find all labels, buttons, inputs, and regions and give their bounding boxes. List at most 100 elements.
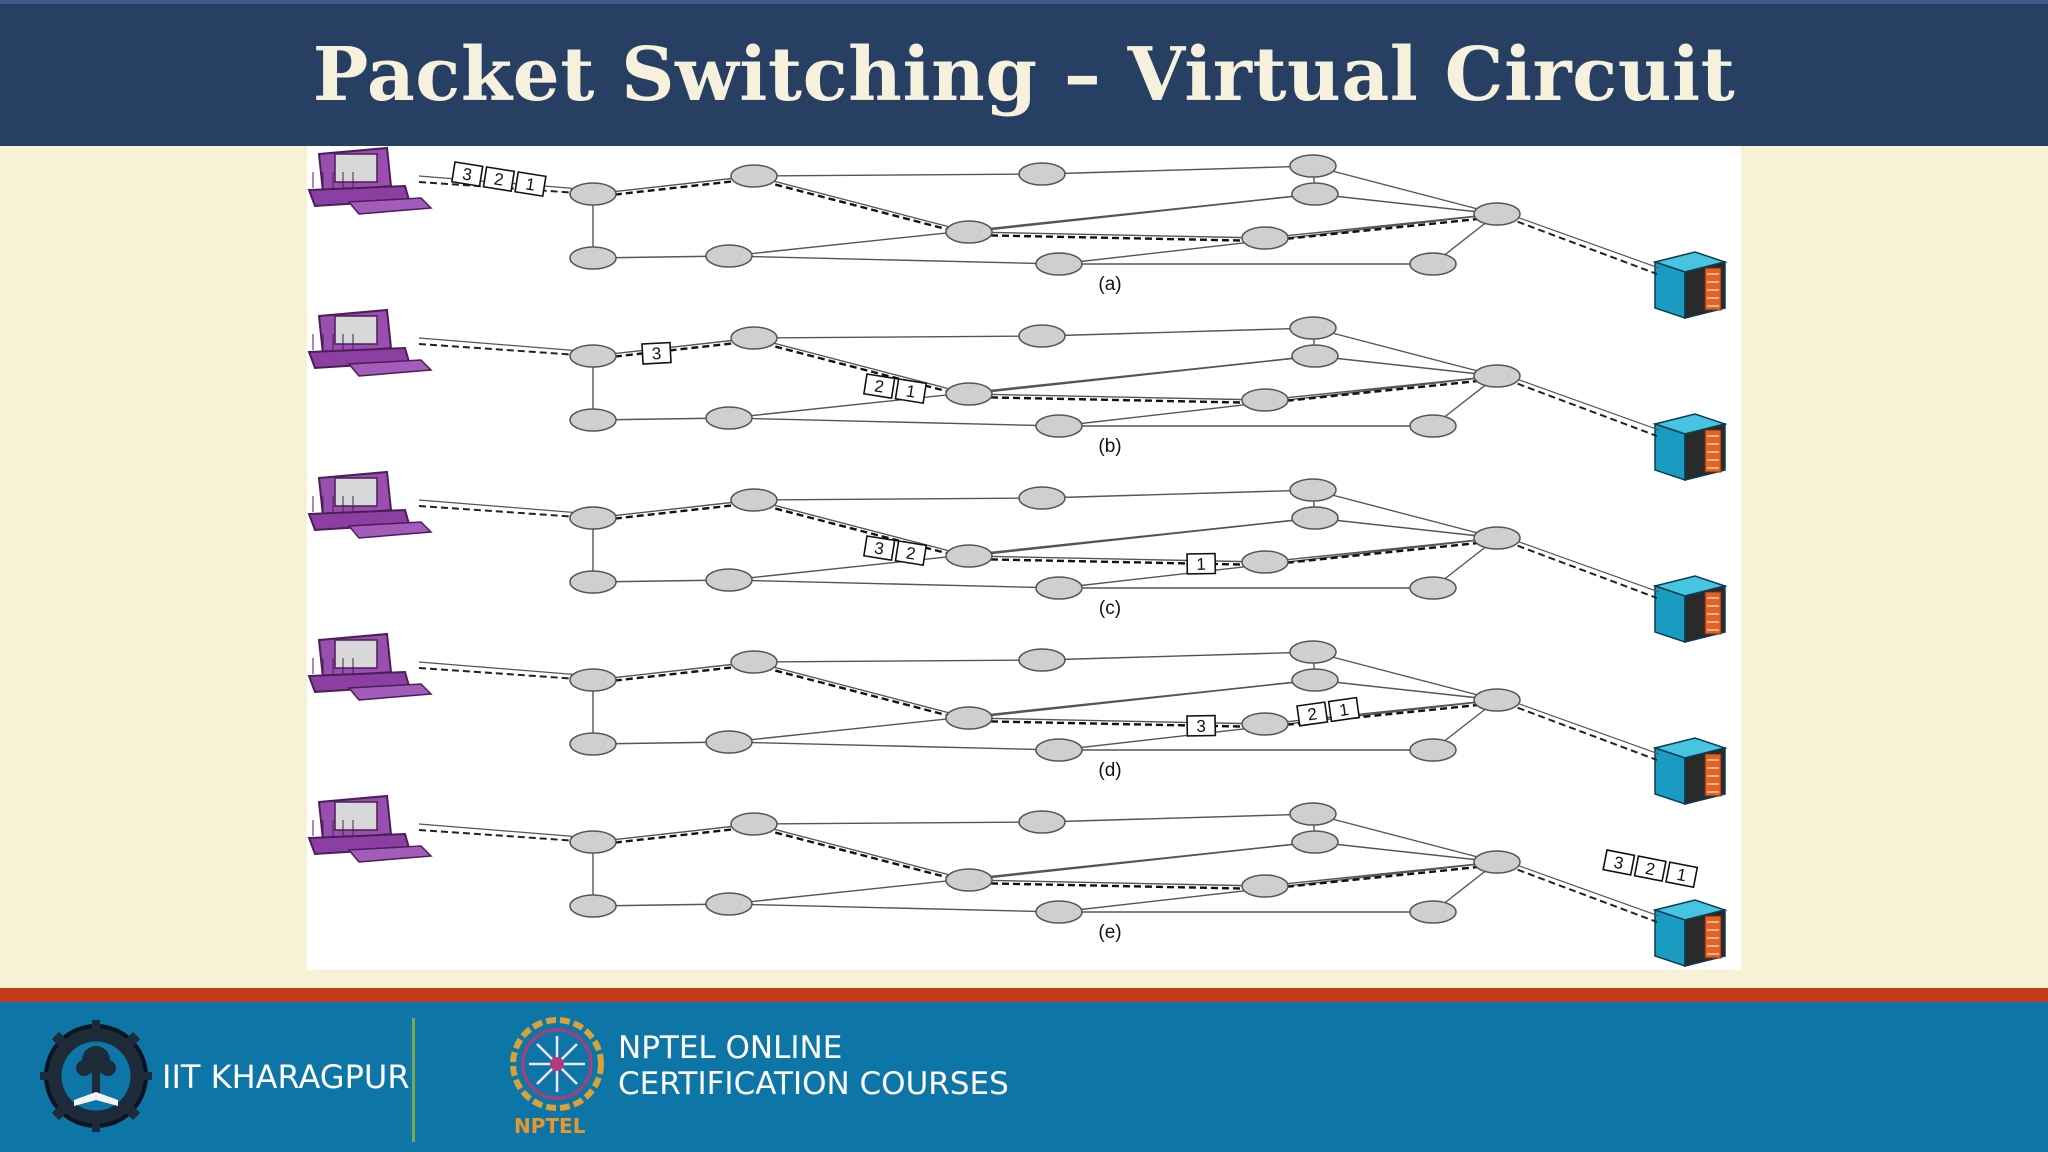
router-node xyxy=(1473,850,1521,874)
packet-label: 3 xyxy=(461,164,473,184)
vc-link xyxy=(968,233,1266,243)
router-node xyxy=(1409,900,1457,924)
router-node xyxy=(1241,874,1289,898)
router-node xyxy=(730,488,778,512)
link xyxy=(418,661,594,677)
vc-link xyxy=(753,501,970,561)
packet-label: 1 xyxy=(1196,555,1206,574)
link xyxy=(1496,695,1660,755)
packet-box xyxy=(1186,714,1217,737)
link xyxy=(728,517,1316,581)
link xyxy=(753,661,970,719)
link xyxy=(753,659,1043,663)
iit-kharagpur-logo-icon xyxy=(40,1020,152,1132)
router-node xyxy=(1018,486,1066,510)
router-node xyxy=(1291,830,1339,854)
packet-label: 2 xyxy=(905,543,917,563)
panel-label: (c) xyxy=(1099,598,1121,619)
packet-box xyxy=(894,378,928,405)
source-computer-icon xyxy=(307,632,433,701)
router-node xyxy=(1035,576,1083,600)
link xyxy=(1312,489,1498,539)
link xyxy=(592,823,755,843)
destination-server-icon xyxy=(1652,413,1728,482)
link xyxy=(968,231,1266,239)
packet-label: 3 xyxy=(1612,853,1625,873)
panel-label: (e) xyxy=(1098,922,1121,943)
packet-label: 1 xyxy=(1338,700,1350,720)
packet-box xyxy=(1296,701,1329,727)
vc-link xyxy=(418,343,594,357)
router-node xyxy=(1018,648,1066,672)
router-node xyxy=(705,892,753,916)
router-node xyxy=(569,732,617,756)
vc-link xyxy=(592,339,755,361)
packet-box xyxy=(1186,552,1217,575)
packet-box xyxy=(894,540,928,567)
packet-label: 3 xyxy=(873,538,885,558)
vc-link xyxy=(968,881,1266,891)
link xyxy=(1496,533,1660,593)
source-computer-icon xyxy=(307,308,433,377)
link xyxy=(418,499,594,515)
link xyxy=(1314,355,1498,377)
link xyxy=(1041,489,1314,499)
vc-link xyxy=(1264,377,1498,405)
router-node xyxy=(1289,640,1337,664)
link xyxy=(1312,813,1498,863)
router-node xyxy=(1035,900,1083,924)
link xyxy=(1314,841,1498,863)
router-node xyxy=(1291,668,1339,692)
link xyxy=(1041,327,1314,337)
panel-label: (b) xyxy=(1098,436,1121,457)
router-node xyxy=(945,382,993,406)
link xyxy=(728,579,1060,589)
router-node xyxy=(1241,226,1289,250)
router-node xyxy=(569,182,617,206)
vc-link xyxy=(418,505,594,519)
packet-label: 3 xyxy=(651,344,661,363)
router-node xyxy=(1409,738,1457,762)
router-node xyxy=(1035,738,1083,762)
link xyxy=(728,841,1316,905)
vc-link xyxy=(1264,215,1498,243)
destination-server-icon xyxy=(1652,575,1728,644)
vc-link xyxy=(592,501,755,523)
router-node xyxy=(569,506,617,530)
router-node xyxy=(705,730,753,754)
router-node xyxy=(1289,478,1337,502)
link xyxy=(1041,813,1314,823)
vc-link xyxy=(592,825,755,847)
packet-box xyxy=(1602,849,1636,876)
source-computer-icon xyxy=(307,794,433,863)
panel-label: (d) xyxy=(1098,760,1121,781)
router-node xyxy=(1018,162,1066,186)
link xyxy=(592,337,755,357)
link xyxy=(418,337,594,353)
link xyxy=(753,337,970,395)
packet-label: 2 xyxy=(493,169,505,189)
destination-server-icon xyxy=(1652,737,1728,806)
footer-stripe xyxy=(0,988,2048,1002)
packet-box xyxy=(1633,855,1667,883)
vc-link xyxy=(968,395,1266,405)
link xyxy=(1314,517,1498,539)
router-node xyxy=(1018,324,1066,348)
vc-link xyxy=(418,667,594,681)
vc-link xyxy=(592,177,755,199)
vc-link xyxy=(1264,863,1498,891)
link xyxy=(728,679,1316,743)
link xyxy=(753,497,1043,501)
packet-label: 2 xyxy=(1644,859,1657,879)
link xyxy=(728,193,1316,257)
packet-box xyxy=(641,341,672,365)
link xyxy=(753,499,970,557)
vc-link xyxy=(1496,861,1658,923)
router-node xyxy=(1241,388,1289,412)
vc-link xyxy=(592,663,755,685)
